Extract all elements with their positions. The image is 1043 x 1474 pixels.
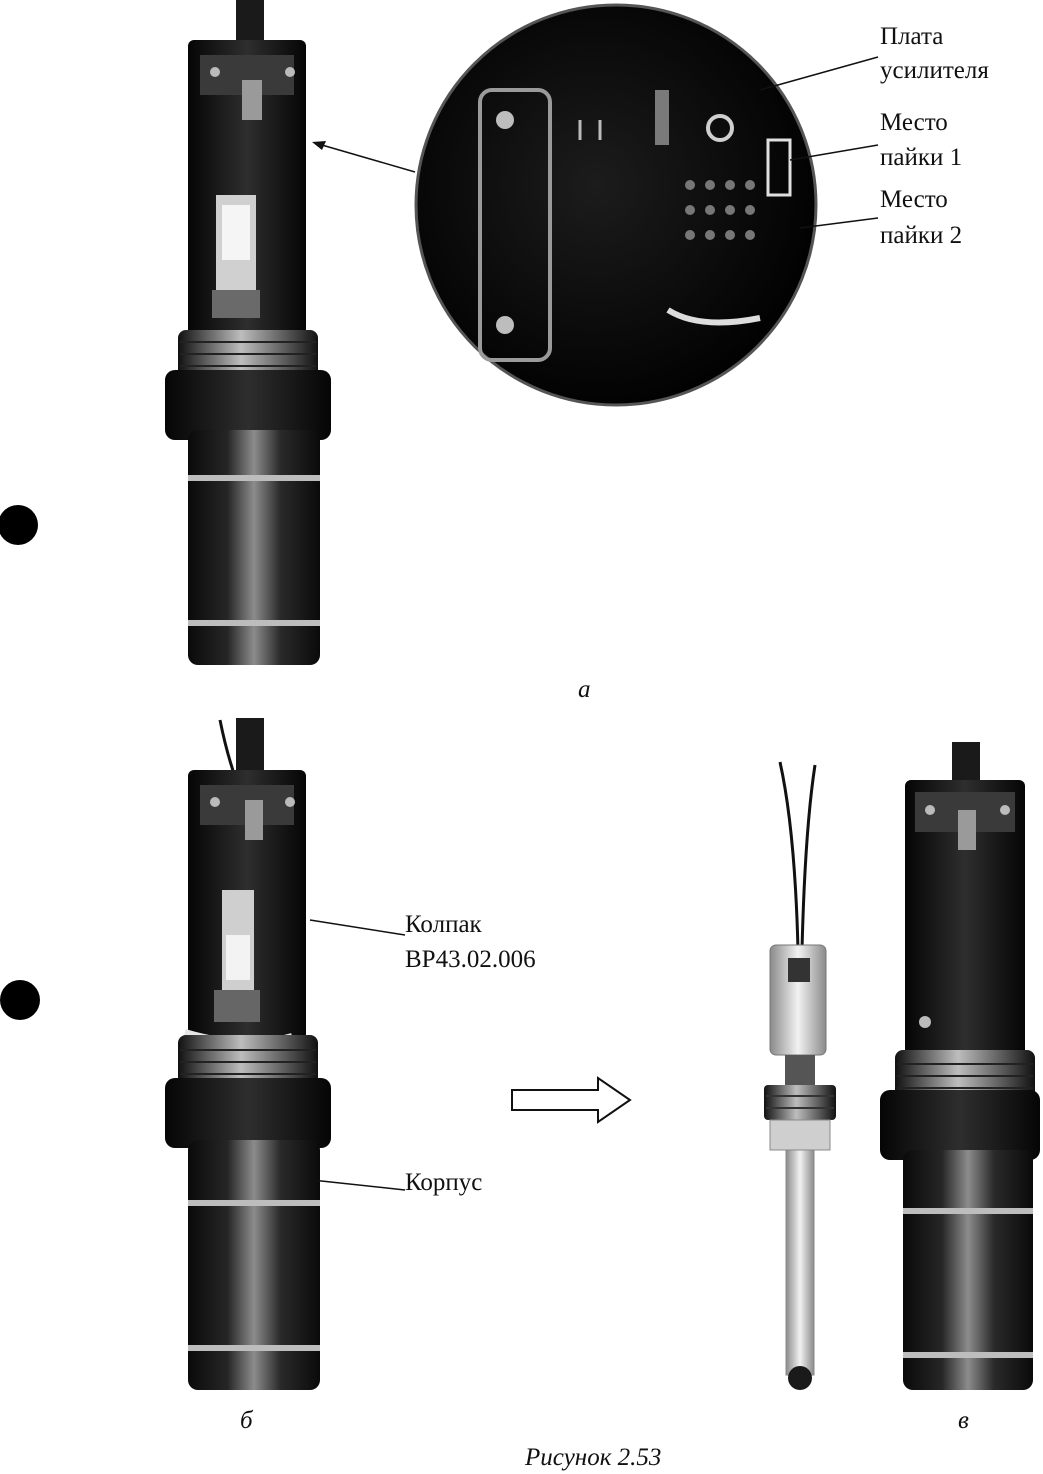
sensor-b-body — [188, 1140, 320, 1390]
sensor-b-nut — [165, 1078, 331, 1148]
sensor-v-head — [905, 780, 1025, 1060]
electrode-tip — [788, 1366, 812, 1390]
panel-label-b: б — [240, 1407, 254, 1434]
label-body: Корпус — [405, 1169, 482, 1196]
electrode-wire-left — [778, 761, 800, 951]
sensor-v-housing — [880, 742, 1040, 1390]
binder-hole-bottom — [0, 980, 40, 1020]
figure-caption: Рисунок 2.53 — [524, 1444, 661, 1471]
sensor-a — [165, 0, 331, 665]
label-solder-2-line2: пайки 2 — [880, 222, 962, 249]
panel-label-v: в — [958, 1407, 969, 1434]
electrode-wire-right — [800, 764, 817, 951]
sensor-b-thread — [178, 1035, 318, 1085]
label-amp-board-line1: Плата — [880, 23, 943, 50]
leader-body — [311, 1179, 406, 1191]
label-amp-board-line2: усилителя — [880, 57, 989, 84]
sensor-a-body — [188, 430, 320, 665]
zoom-circle — [414, 3, 818, 407]
disassembly-arrow — [511, 1076, 632, 1124]
label-solder-2-line1: Место — [880, 186, 948, 213]
zoom-arrow — [314, 142, 416, 173]
leader-cap — [309, 919, 406, 936]
leader-solder-2 — [799, 217, 879, 229]
electrode-stem — [785, 1149, 815, 1376]
binder-hole-top — [0, 505, 38, 545]
label-solder-1-line2: пайки 1 — [880, 144, 962, 171]
panel-label-a: а — [578, 676, 591, 703]
sensor-v-nut — [880, 1090, 1040, 1160]
label-solder-1-line1: Место — [880, 109, 948, 136]
electrode — [764, 761, 836, 1390]
label-cap-line1: Колпак — [405, 911, 483, 938]
label-cap-line2: ВР43.02.006 — [405, 946, 536, 973]
sensor-a-nut — [165, 370, 331, 440]
sensor-b — [165, 718, 331, 1390]
electrode-thread — [764, 1085, 836, 1120]
leader-amp-board — [759, 56, 879, 91]
leader-solder-1 — [789, 144, 879, 161]
